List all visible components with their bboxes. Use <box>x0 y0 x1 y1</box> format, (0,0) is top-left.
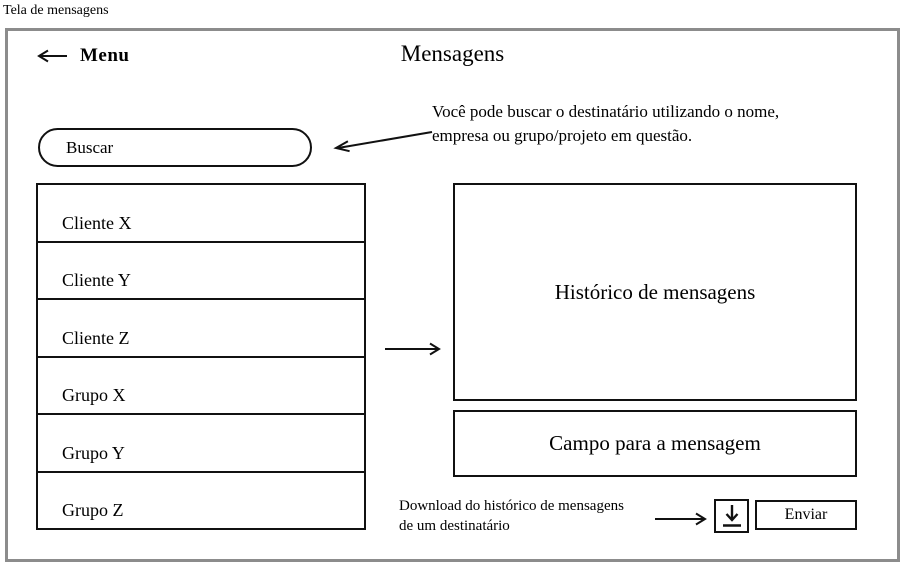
message-history-panel: Histórico de mensagens <box>453 183 857 401</box>
annotation-arrow-icon <box>328 127 436 155</box>
screen-frame: Menu Mensagens Buscar Você pode buscar o… <box>5 28 900 562</box>
download-note-line1: Download do histórico de mensagens <box>399 498 624 514</box>
search-annotation: Você pode buscar o destinatário utilizan… <box>432 100 779 148</box>
list-item-grupo-z[interactable]: Grupo Z <box>62 500 124 520</box>
list-item-cliente-x[interactable]: Cliente X <box>38 185 364 243</box>
list-to-history-arrow-icon <box>383 340 445 358</box>
search-placeholder: Buscar <box>66 137 114 157</box>
list-item-cliente-y[interactable]: Cliente Y <box>38 243 364 300</box>
menu-back-button[interactable]: Menu <box>35 45 130 67</box>
message-input[interactable]: Campo para a mensagem <box>453 410 857 477</box>
search-annotation-line2: empresa ou grupo/projeto em questão. <box>432 126 693 145</box>
list-item-cliente-z[interactable]: Cliente Z <box>38 300 364 358</box>
send-button-label: Enviar <box>784 506 828 523</box>
download-button[interactable] <box>714 499 749 533</box>
download-note-line2: de um destinatário <box>399 518 510 534</box>
contact-list: Cliente X Cliente Y Cliente Z Grupo X Gr… <box>36 183 366 530</box>
download-icon <box>720 503 744 529</box>
search-annotation-line1: Você pode buscar o destinatário utilizan… <box>432 102 780 121</box>
back-arrow-icon <box>35 48 69 64</box>
menu-back-label: Menu <box>80 45 130 66</box>
list-item-grupo-x[interactable]: Grupo X <box>38 358 364 415</box>
search-input[interactable]: Buscar <box>38 128 312 167</box>
message-input-label: Campo para a mensagem <box>549 431 761 455</box>
download-note: Download do histórico de mensagens de um… <box>399 496 624 536</box>
page-title: Mensagens <box>400 41 505 66</box>
download-note-arrow-icon <box>653 510 711 528</box>
send-button[interactable]: Enviar <box>755 500 857 530</box>
list-item-grupo-y[interactable]: Grupo Y <box>38 415 364 473</box>
message-history-label: Histórico de mensagens <box>554 279 756 304</box>
page-label: Tela de mensagens <box>3 3 109 18</box>
